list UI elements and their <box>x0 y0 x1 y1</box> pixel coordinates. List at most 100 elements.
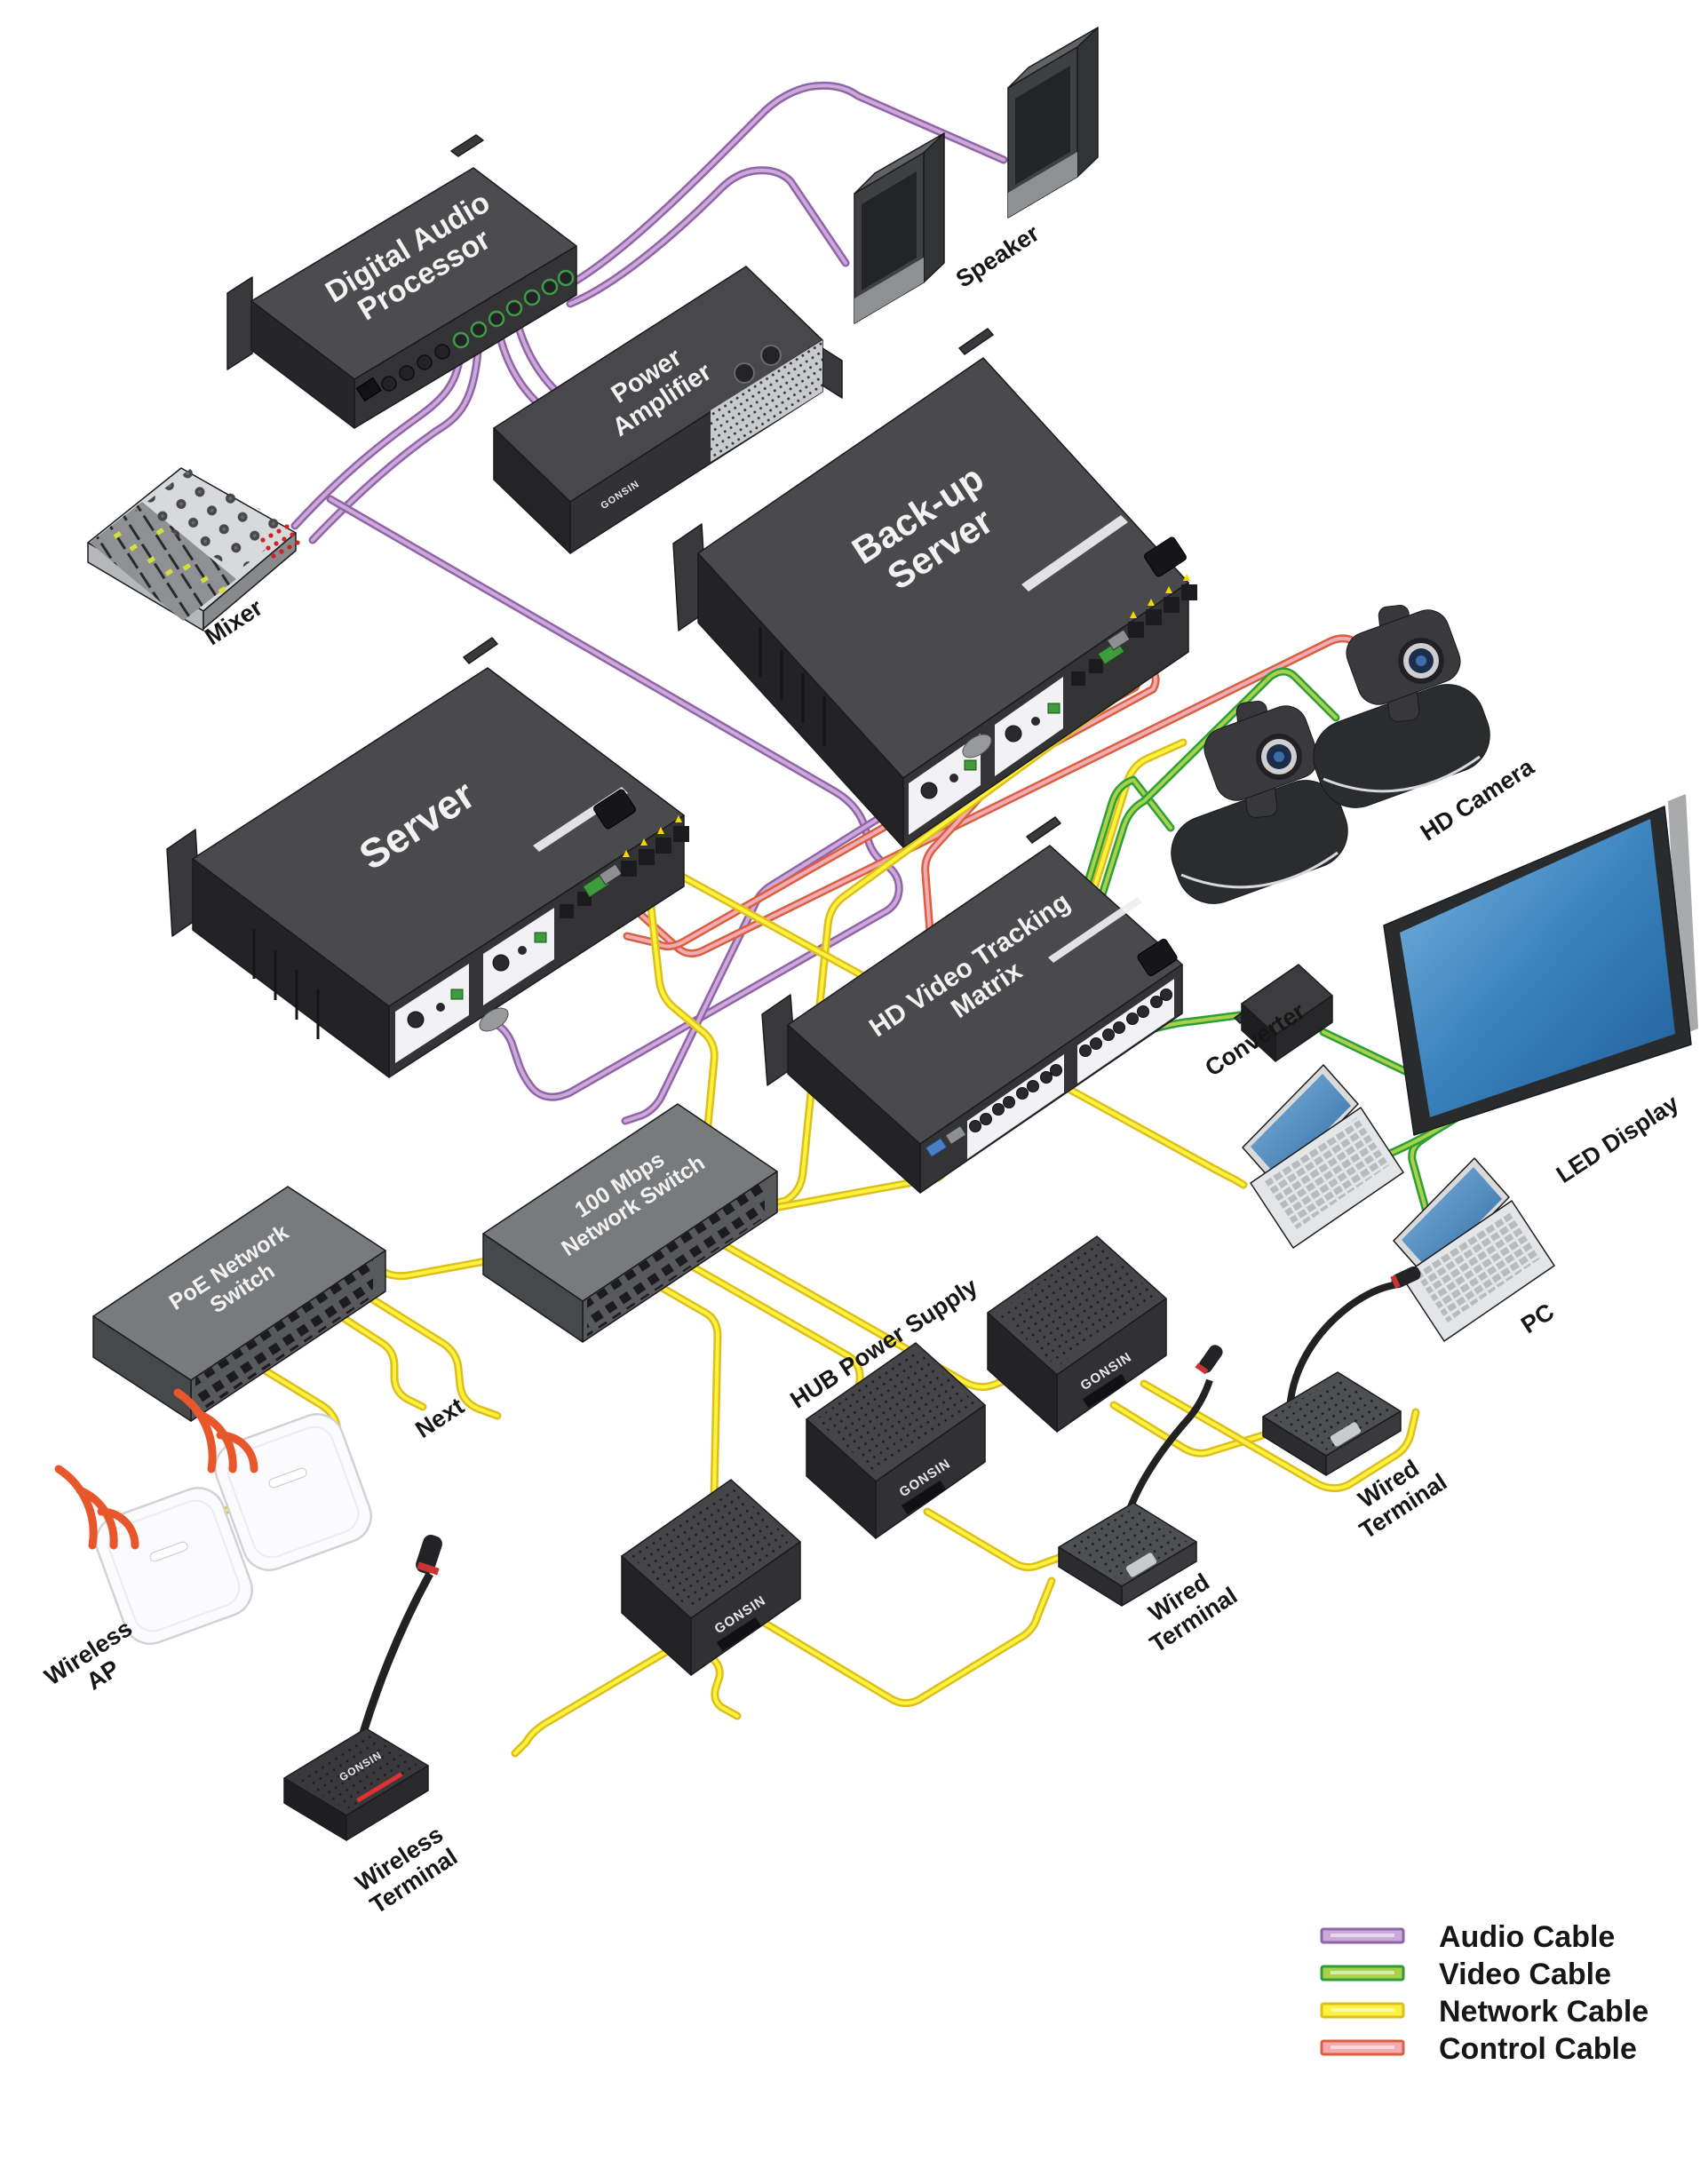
matrix-bnc-row2 <box>1079 989 1172 1057</box>
rack-ear <box>226 276 253 370</box>
net-cable-poe-next <box>353 1285 502 1420</box>
power-inlet <box>355 377 382 402</box>
device-hd-matrix: HD Video Tracking Matrix <box>761 816 1183 1194</box>
legend-swatch-highlight <box>1331 2045 1394 2049</box>
ap-indicator <box>268 1467 307 1489</box>
hub-vents <box>997 1243 1157 1367</box>
usb-port <box>1089 659 1103 673</box>
rack-ear <box>822 347 843 399</box>
server-side <box>192 858 390 1078</box>
db9-port <box>944 1124 967 1146</box>
net-cable-server-laptop1 <box>647 856 1245 1187</box>
rack-ear <box>463 637 498 664</box>
terminal-block <box>964 759 977 771</box>
jack-port <box>518 946 527 955</box>
terminal-block <box>1047 703 1061 714</box>
device-digital-audio-processor: Digital Audio Processor <box>226 134 577 429</box>
hub-ports <box>1082 1373 1128 1409</box>
device-hd-camera-1 <box>1171 701 1348 904</box>
laptop-keyboard <box>1265 1117 1389 1229</box>
backup-lan-ports <box>1128 574 1197 638</box>
label-led-display: LED Display <box>1552 1090 1683 1188</box>
usb-port <box>560 904 574 918</box>
speaker-side <box>923 132 945 283</box>
device-wireless-terminal: GONSIN <box>283 1535 442 1841</box>
mixer-led-matrix <box>260 524 300 559</box>
speaker-base-band <box>1008 152 1077 218</box>
device-hub-c: GONSIN <box>621 1479 801 1676</box>
mixer-knobs <box>135 469 293 571</box>
led-bar <box>356 1772 403 1803</box>
net-cable-hubb-terminal2 <box>925 1510 1061 1569</box>
server-vents <box>252 929 320 1039</box>
amp-knob <box>760 345 782 366</box>
matrix-rear-strip <box>1048 897 1142 963</box>
net-cable-hubc-terminal2 <box>728 1579 1053 1705</box>
terminal-front-right <box>346 1765 429 1841</box>
device-laptop-2 <box>1393 1157 1555 1342</box>
legend-video: Video Cable <box>1320 1958 1611 1991</box>
speaker-woofer-panel <box>862 171 917 290</box>
laptop-keyboard <box>1416 1211 1540 1322</box>
legend: Audio Cable Video Cable Network Cable Co… <box>1320 1920 1648 2066</box>
audio-cable-amp-speaker-right <box>551 83 1005 295</box>
poe-ports <box>195 1259 373 1416</box>
hub-vents <box>815 1349 976 1473</box>
audio-cable-amp-speaker-left <box>566 166 850 308</box>
mixer-fader-slots <box>90 502 236 621</box>
server-panel1 <box>395 964 469 1063</box>
camera-base-rim <box>1323 755 1481 793</box>
usb-port <box>1071 671 1085 686</box>
usb-port <box>577 892 592 906</box>
legend-audio: Audio Cable <box>1320 1920 1615 1954</box>
speaker-side <box>1076 27 1099 178</box>
backup-side <box>697 552 904 848</box>
hub-side <box>621 1555 692 1676</box>
display-back-panel <box>1668 794 1698 1036</box>
talk-button <box>1125 1553 1157 1577</box>
label-next: Next <box>410 1393 468 1443</box>
mic-red-ring <box>1390 1275 1401 1289</box>
net-cable-hubc-loop <box>673 1634 739 1718</box>
device-led-display <box>1383 794 1698 1136</box>
legend-network: Network Cable <box>1320 1995 1648 2029</box>
device-wireless-ap-1 <box>95 1487 253 1645</box>
matrix-bnc-panel1 <box>967 1054 1064 1159</box>
audio-cable-mixer-dap-2 <box>311 336 481 542</box>
speaker-base-band <box>854 258 924 323</box>
terminal-grille <box>1068 1508 1188 1581</box>
xlr-plug <box>479 1007 509 1032</box>
talk-button <box>1330 1422 1362 1447</box>
terminal-grille <box>1272 1378 1392 1450</box>
terminal-front-right <box>1325 1410 1402 1476</box>
display-screen <box>1400 819 1675 1117</box>
camera-lens-glint <box>1416 655 1426 666</box>
hub-side <box>987 1312 1058 1433</box>
device-wired-terminal-1 <box>1262 1266 1421 1476</box>
matrix-side <box>787 1024 921 1194</box>
backup-panel1 <box>909 734 981 835</box>
xlr-plug <box>962 734 992 758</box>
db9-port <box>598 863 623 886</box>
xlr-port <box>492 954 510 972</box>
rack-ear <box>958 328 994 355</box>
backup-rear-strip <box>1021 515 1128 592</box>
dap-xlr-inputs <box>381 344 450 392</box>
wifi-waves <box>54 1388 258 1550</box>
net-cable-poe-daisy <box>325 1306 425 1409</box>
terminal-grille <box>293 1734 419 1810</box>
mixer-fader-caps <box>113 528 226 594</box>
rack-ear <box>1026 816 1061 844</box>
rack-ear <box>450 134 484 157</box>
camera-lens-glint <box>1274 751 1284 762</box>
device-100m-switch: 100 Mbps Network Switch <box>482 1103 778 1343</box>
mic-red-ring <box>417 1561 440 1576</box>
label-pc: PC <box>1516 1298 1559 1339</box>
legend-label-network: Network Cable <box>1439 1995 1648 2029</box>
db9-port <box>1106 629 1131 651</box>
speaker-woofer-panel <box>1015 66 1070 185</box>
device-server: Server <box>166 637 689 1078</box>
label-speaker: Speaker <box>951 219 1045 293</box>
